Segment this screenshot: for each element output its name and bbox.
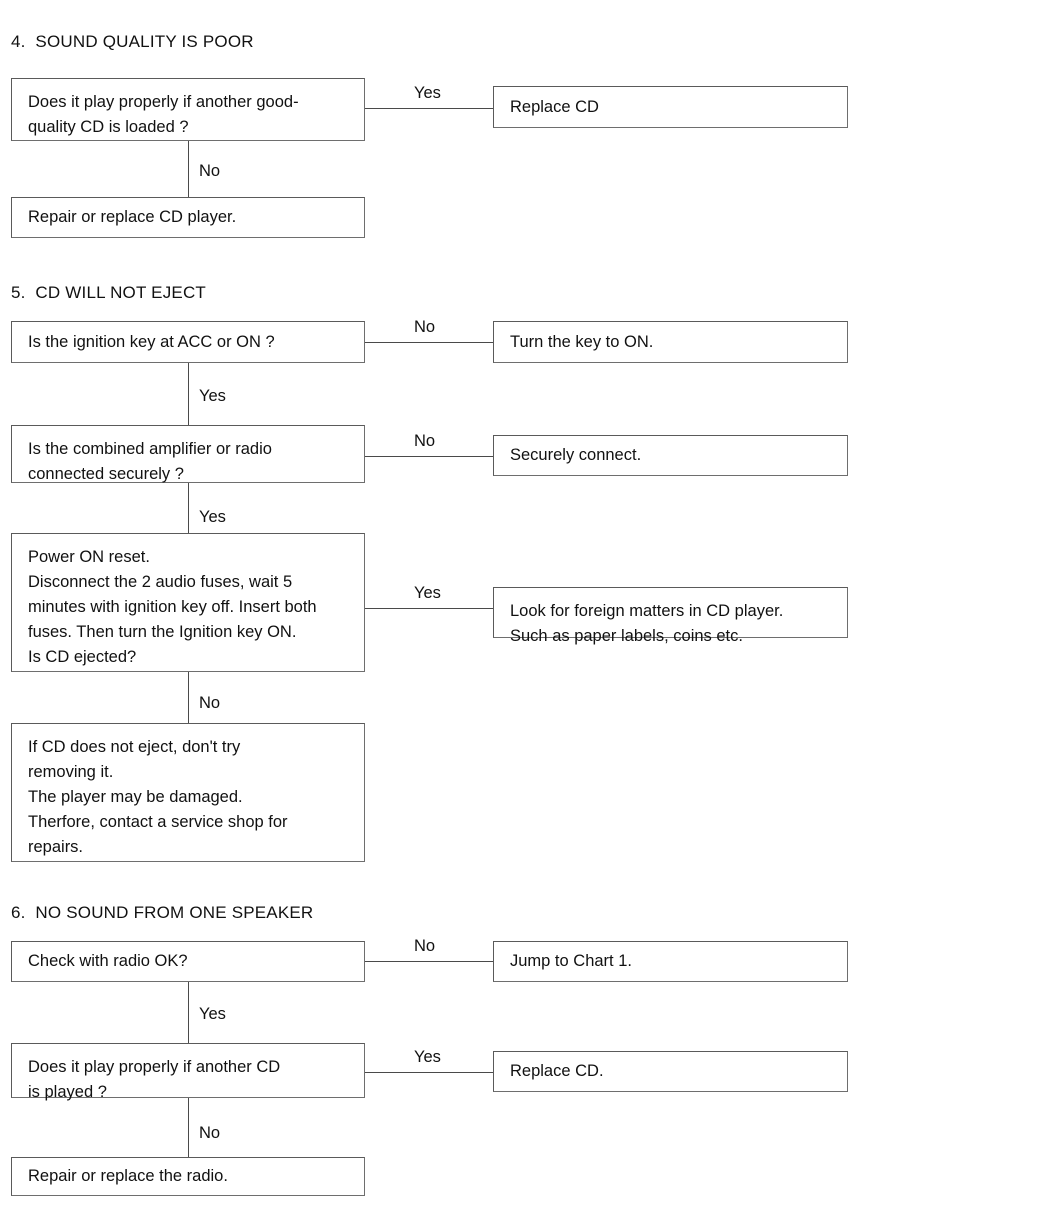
node-replace-cd-1: Replace CD	[493, 86, 848, 128]
connector-label-s5-q2-yes: Yes	[199, 508, 226, 526]
node-turn-key-to-on: Turn the key to ON.	[493, 321, 848, 363]
connector-label-s5-q3-yes: Yes	[414, 584, 441, 602]
section-title-6: 6. NO SOUND FROM ONE SPEAKER	[11, 903, 314, 922]
node-text: Turn the key to ON.	[510, 332, 654, 351]
connector-label-s4-q1-no: No	[199, 162, 221, 180]
node-text: Repair or replace CD player.	[28, 208, 237, 226]
connector-s5-q1-no	[365, 342, 493, 343]
connector-s6-q1-no	[365, 961, 493, 962]
node-text: Replace CD	[510, 97, 599, 116]
connector-s4-q1-no	[188, 141, 189, 197]
node-do-not-remove-cd-warning: If CD does not eject, don't try removing…	[11, 723, 365, 862]
connector-s5-q2-no	[365, 456, 493, 457]
node-text: Is the combined amplifier or radio conne…	[28, 440, 272, 483]
node-amplifier-connection-question: Is the combined amplifier or radio conne…	[11, 425, 365, 483]
node-text: Look for foreign matters in CD player. S…	[510, 602, 784, 645]
connector-label-s6-q2-no: No	[199, 1124, 221, 1142]
node-text: Does it play properly if another CD is p…	[28, 1058, 281, 1101]
node-text: Is the ignition key at ACC or ON ?	[28, 332, 275, 351]
connector-s6-q2-no	[188, 1098, 189, 1157]
node-text: Securely connect.	[510, 446, 642, 464]
connector-s4-q1-yes	[365, 108, 493, 109]
node-text: Check with radio OK?	[28, 952, 188, 970]
connector-label-s5-q1-no: No	[414, 318, 436, 336]
node-text: Jump to Chart 1.	[510, 952, 632, 970]
node-repair-or-replace-cd-player: Repair or replace CD player.	[11, 197, 365, 238]
connector-label-s6-q2-yes: Yes	[414, 1048, 441, 1066]
connector-label-s5-q1-yes: Yes	[199, 387, 226, 405]
node-text: Replace CD.	[510, 1062, 604, 1080]
node-ignition-key-question: Is the ignition key at ACC or ON ?	[11, 321, 365, 363]
connector-s5-q3-yes	[365, 608, 493, 609]
node-power-on-reset-question: Power ON reset. Disconnect the 2 audio f…	[11, 533, 365, 672]
connector-s5-q3-no	[188, 672, 189, 723]
connector-s5-q1-yes	[188, 363, 189, 425]
node-text: Repair or replace the radio.	[28, 1167, 228, 1185]
node-text: If CD does not eject, don't try removing…	[28, 738, 288, 856]
connector-label-s6-q1-yes: Yes	[199, 1005, 226, 1023]
connector-s6-q1-yes	[188, 982, 189, 1043]
node-repair-or-replace-radio: Repair or replace the radio.	[11, 1157, 365, 1196]
node-look-for-foreign-matters: Look for foreign matters in CD player. S…	[493, 587, 848, 645]
connector-label-s6-q1-no: No	[414, 937, 436, 955]
node-another-cd-question: Does it play properly if another CD is p…	[11, 1043, 365, 1101]
section-title-5: 5. CD WILL NOT EJECT	[11, 283, 207, 302]
node-check-radio-question: Check with radio OK?	[11, 941, 365, 982]
node-replace-cd-2: Replace CD.	[493, 1051, 848, 1092]
section-title-4: 4. SOUND QUALITY IS POOR	[11, 32, 254, 51]
node-text: Does it play properly if another good- q…	[28, 93, 299, 136]
node-securely-connect: Securely connect.	[493, 435, 848, 476]
connector-label-s4-q1-yes: Yes	[414, 84, 441, 102]
node-sound-quality-question: Does it play properly if another good- q…	[11, 78, 365, 141]
node-text: Power ON reset. Disconnect the 2 audio f…	[28, 548, 317, 666]
connector-label-s5-q2-no: No	[414, 432, 436, 450]
connector-s6-q2-yes	[365, 1072, 493, 1073]
connector-s5-q2-yes	[188, 483, 189, 533]
node-jump-to-chart-1: Jump to Chart 1.	[493, 941, 848, 982]
connector-label-s5-q3-no: No	[199, 694, 221, 712]
